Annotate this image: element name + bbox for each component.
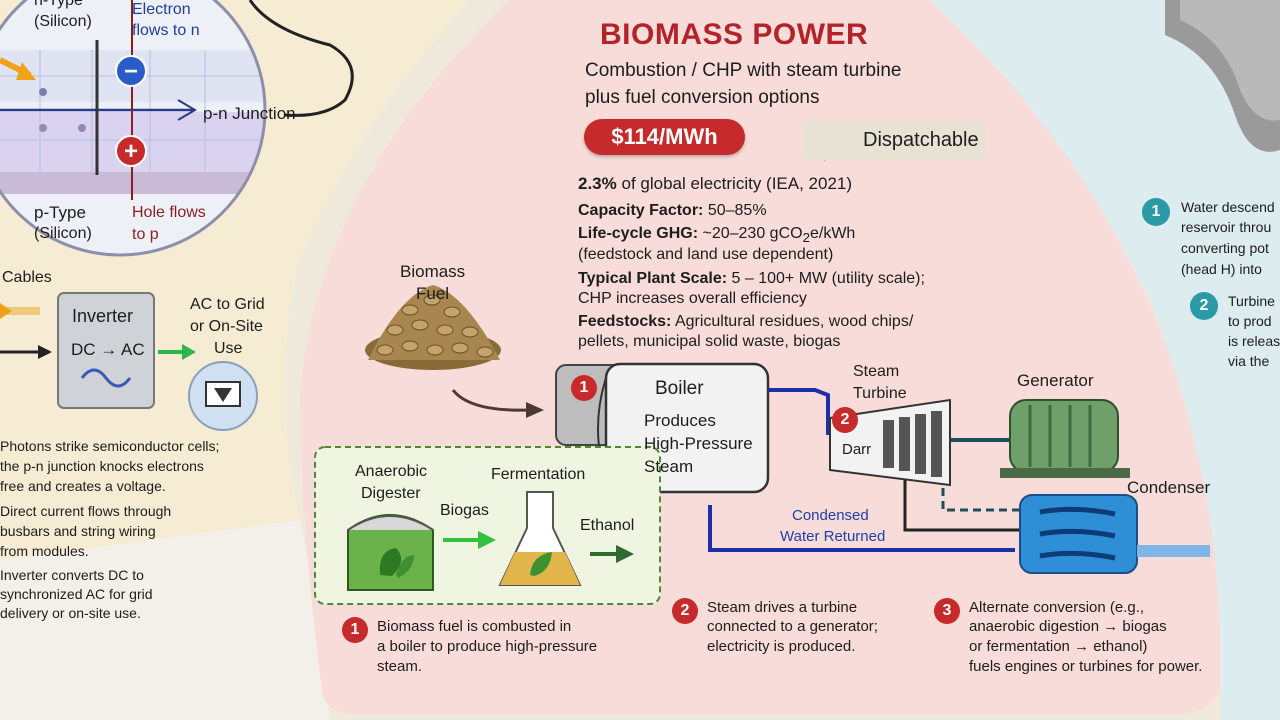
ghg-label: Life-cycle GHG: (578, 225, 699, 242)
hydro-step-1-line3: converting pot (1181, 240, 1269, 256)
generator-label: Generator (1017, 371, 1094, 390)
ghg-subscript: 2 (802, 230, 810, 246)
boiler-desc-2: High-Pressure (644, 434, 753, 453)
solar-note-1a: Photons strike semiconductor cells; (0, 438, 220, 454)
grid-label-1: AC to Grid (190, 296, 265, 313)
electron-minus-icon: − (115, 55, 147, 87)
ptype-sub: (Silicon) (34, 225, 92, 242)
feed-label: Feedstocks: (578, 313, 672, 330)
turbine-step-badge: 2 (832, 407, 858, 433)
dispatchable-label: Dispatchable (863, 129, 979, 151)
hydro-step-2-line2: to prod (1228, 313, 1272, 329)
solar-note-3b: synchronized AC for grid (0, 586, 153, 602)
turbine-text: Darr (842, 441, 872, 458)
hydro-step-2-line4: via the (1228, 353, 1270, 369)
step-2-line2: connected to a generator; (707, 618, 878, 635)
fuel-label-2: Fuel (416, 284, 450, 303)
ntype-label: n-Type (34, 0, 83, 9)
step-3-line1: Alternate conversion (e.g., (969, 599, 1145, 616)
grid-label-3: Use (214, 340, 243, 357)
ethanol-label: Ethanol (580, 517, 635, 534)
dispatchable-badge: Dispatchable (803, 120, 986, 160)
steam-turbine-label-1: Steam (853, 363, 900, 380)
hydro-step-2-line3: is releas (1228, 333, 1280, 349)
step-2-badge: 2 (672, 598, 698, 624)
step-2-line3: electricity is produced. (707, 638, 856, 655)
step-3-line3: or fermentation → ethanol) (969, 638, 1148, 655)
capacity-factor: Capacity Factor: 50–85% (578, 202, 767, 220)
capacity-value: 50–85% (707, 202, 767, 219)
hole-plus-icon: + (115, 135, 147, 167)
share-text: of global electricity (IEA, 2021) (621, 174, 853, 193)
anaerobic-label-2: Digester (361, 485, 421, 502)
solar-note-2a: Direct current flows through (0, 503, 172, 519)
feedstocks-line2: pellets, municipal solid waste, biogas (578, 333, 841, 350)
hydro-panel-bg (930, 0, 1280, 720)
boiler-step-badge: 1 (571, 375, 597, 401)
hole-label-2: to p (132, 226, 159, 243)
lifecycle-ghg: Life-cycle GHG: ~20–230 gCO2e/kWh (578, 225, 855, 245)
solar-note-3c: delivery or on-site use. (0, 605, 141, 621)
solar-note-1c: free and creates a voltage. (0, 478, 166, 494)
boiler-desc-3: Steam (644, 457, 694, 476)
feedstocks: Feedstocks: Agricultural residues, wood … (578, 313, 913, 331)
boiler-label: Boiler (655, 378, 704, 399)
solar-note-3a: Inverter converts DC to (0, 567, 144, 583)
ptype-label: p-Type (34, 203, 86, 222)
global-share: 2.3% of global electricity (IEA, 2021) (578, 174, 852, 194)
capacity-label: Capacity Factor: (578, 202, 704, 219)
step-1-badge: 1 (342, 617, 368, 643)
solar-note-1b: the p-n junction knocks electrons (0, 458, 204, 474)
dc-ac-label: DC → AC (71, 340, 145, 359)
fermentation-label: Fermentation (491, 466, 586, 483)
scale-note: CHP increases overall efficiency (578, 290, 807, 307)
ghg-note: (feedstock and land use dependent) (578, 246, 834, 263)
condenser-label: Condenser (1127, 478, 1211, 497)
price-badge: $114/MWh (584, 119, 745, 155)
hydro-step-1-badge: 1 (1142, 198, 1170, 226)
page-title: BIOMASS POWER (600, 18, 869, 51)
hydro-step-2-badge: 2 (1190, 292, 1218, 320)
pn-junction-label: p-n Junction (203, 104, 296, 123)
step-1-line2: a boiler to produce high-pressure (377, 638, 598, 655)
step-3-line4: fuels engines or turbines for power. (969, 658, 1203, 675)
hydro-step-2-line1: Turbine (1228, 293, 1275, 309)
ghg-value: ~20–230 gCO (702, 225, 803, 242)
electron-label-1: Electron (132, 1, 191, 18)
share-value: 2.3% (578, 174, 617, 193)
cables-label: Cables (2, 269, 52, 286)
subtitle-line2: plus fuel conversion options (585, 87, 820, 108)
step-3-badge: 3 (934, 598, 960, 624)
solar-note-2c: from modules. (0, 543, 89, 559)
step-1-line3: steam. (377, 658, 423, 675)
scale-value: 5 – 100+ MW (utility scale); (731, 270, 925, 287)
hole-label-1: Hole flows (132, 204, 206, 221)
electron-label-2: flows to n (132, 22, 200, 39)
ntype-sub: (Silicon) (34, 13, 92, 30)
step-2-line1: Steam drives a turbine (707, 599, 858, 616)
condensed-label-2: Water Returned (780, 528, 886, 545)
feed-value: Agricultural residues, wood chips/ (674, 313, 914, 330)
steam-turbine-label-2: Turbine (853, 385, 907, 402)
solar-note-2b: busbars and string wiring (0, 523, 156, 539)
subtitle-line1: Combustion / CHP with steam turbine (585, 60, 902, 81)
plant-scale: Typical Plant Scale: 5 – 100+ MW (utilit… (578, 270, 925, 288)
inverter-label: Inverter (72, 306, 134, 326)
fuel-label-1: Biomass (400, 262, 466, 281)
hydro-step-1-line4: (head H) into (1181, 261, 1262, 277)
ghg-unit: e/kWh (809, 225, 856, 242)
hydro-step-1-line1: Water descend (1181, 199, 1275, 215)
condensed-label-1: Condensed (792, 507, 869, 524)
grid-label-2: or On-Site (190, 318, 263, 335)
anaerobic-label-1: Anaerobic (355, 463, 428, 480)
scale-label: Typical Plant Scale: (578, 270, 728, 287)
step-3-line2: anaerobic digestion → biogas (969, 618, 1167, 635)
hydro-step-1-line2: reservoir throu (1181, 219, 1272, 235)
boiler-desc-1: Produces (644, 411, 716, 430)
step-1-line1: Biomass fuel is combusted in (377, 618, 572, 635)
biogas-label: Biogas (440, 502, 489, 519)
